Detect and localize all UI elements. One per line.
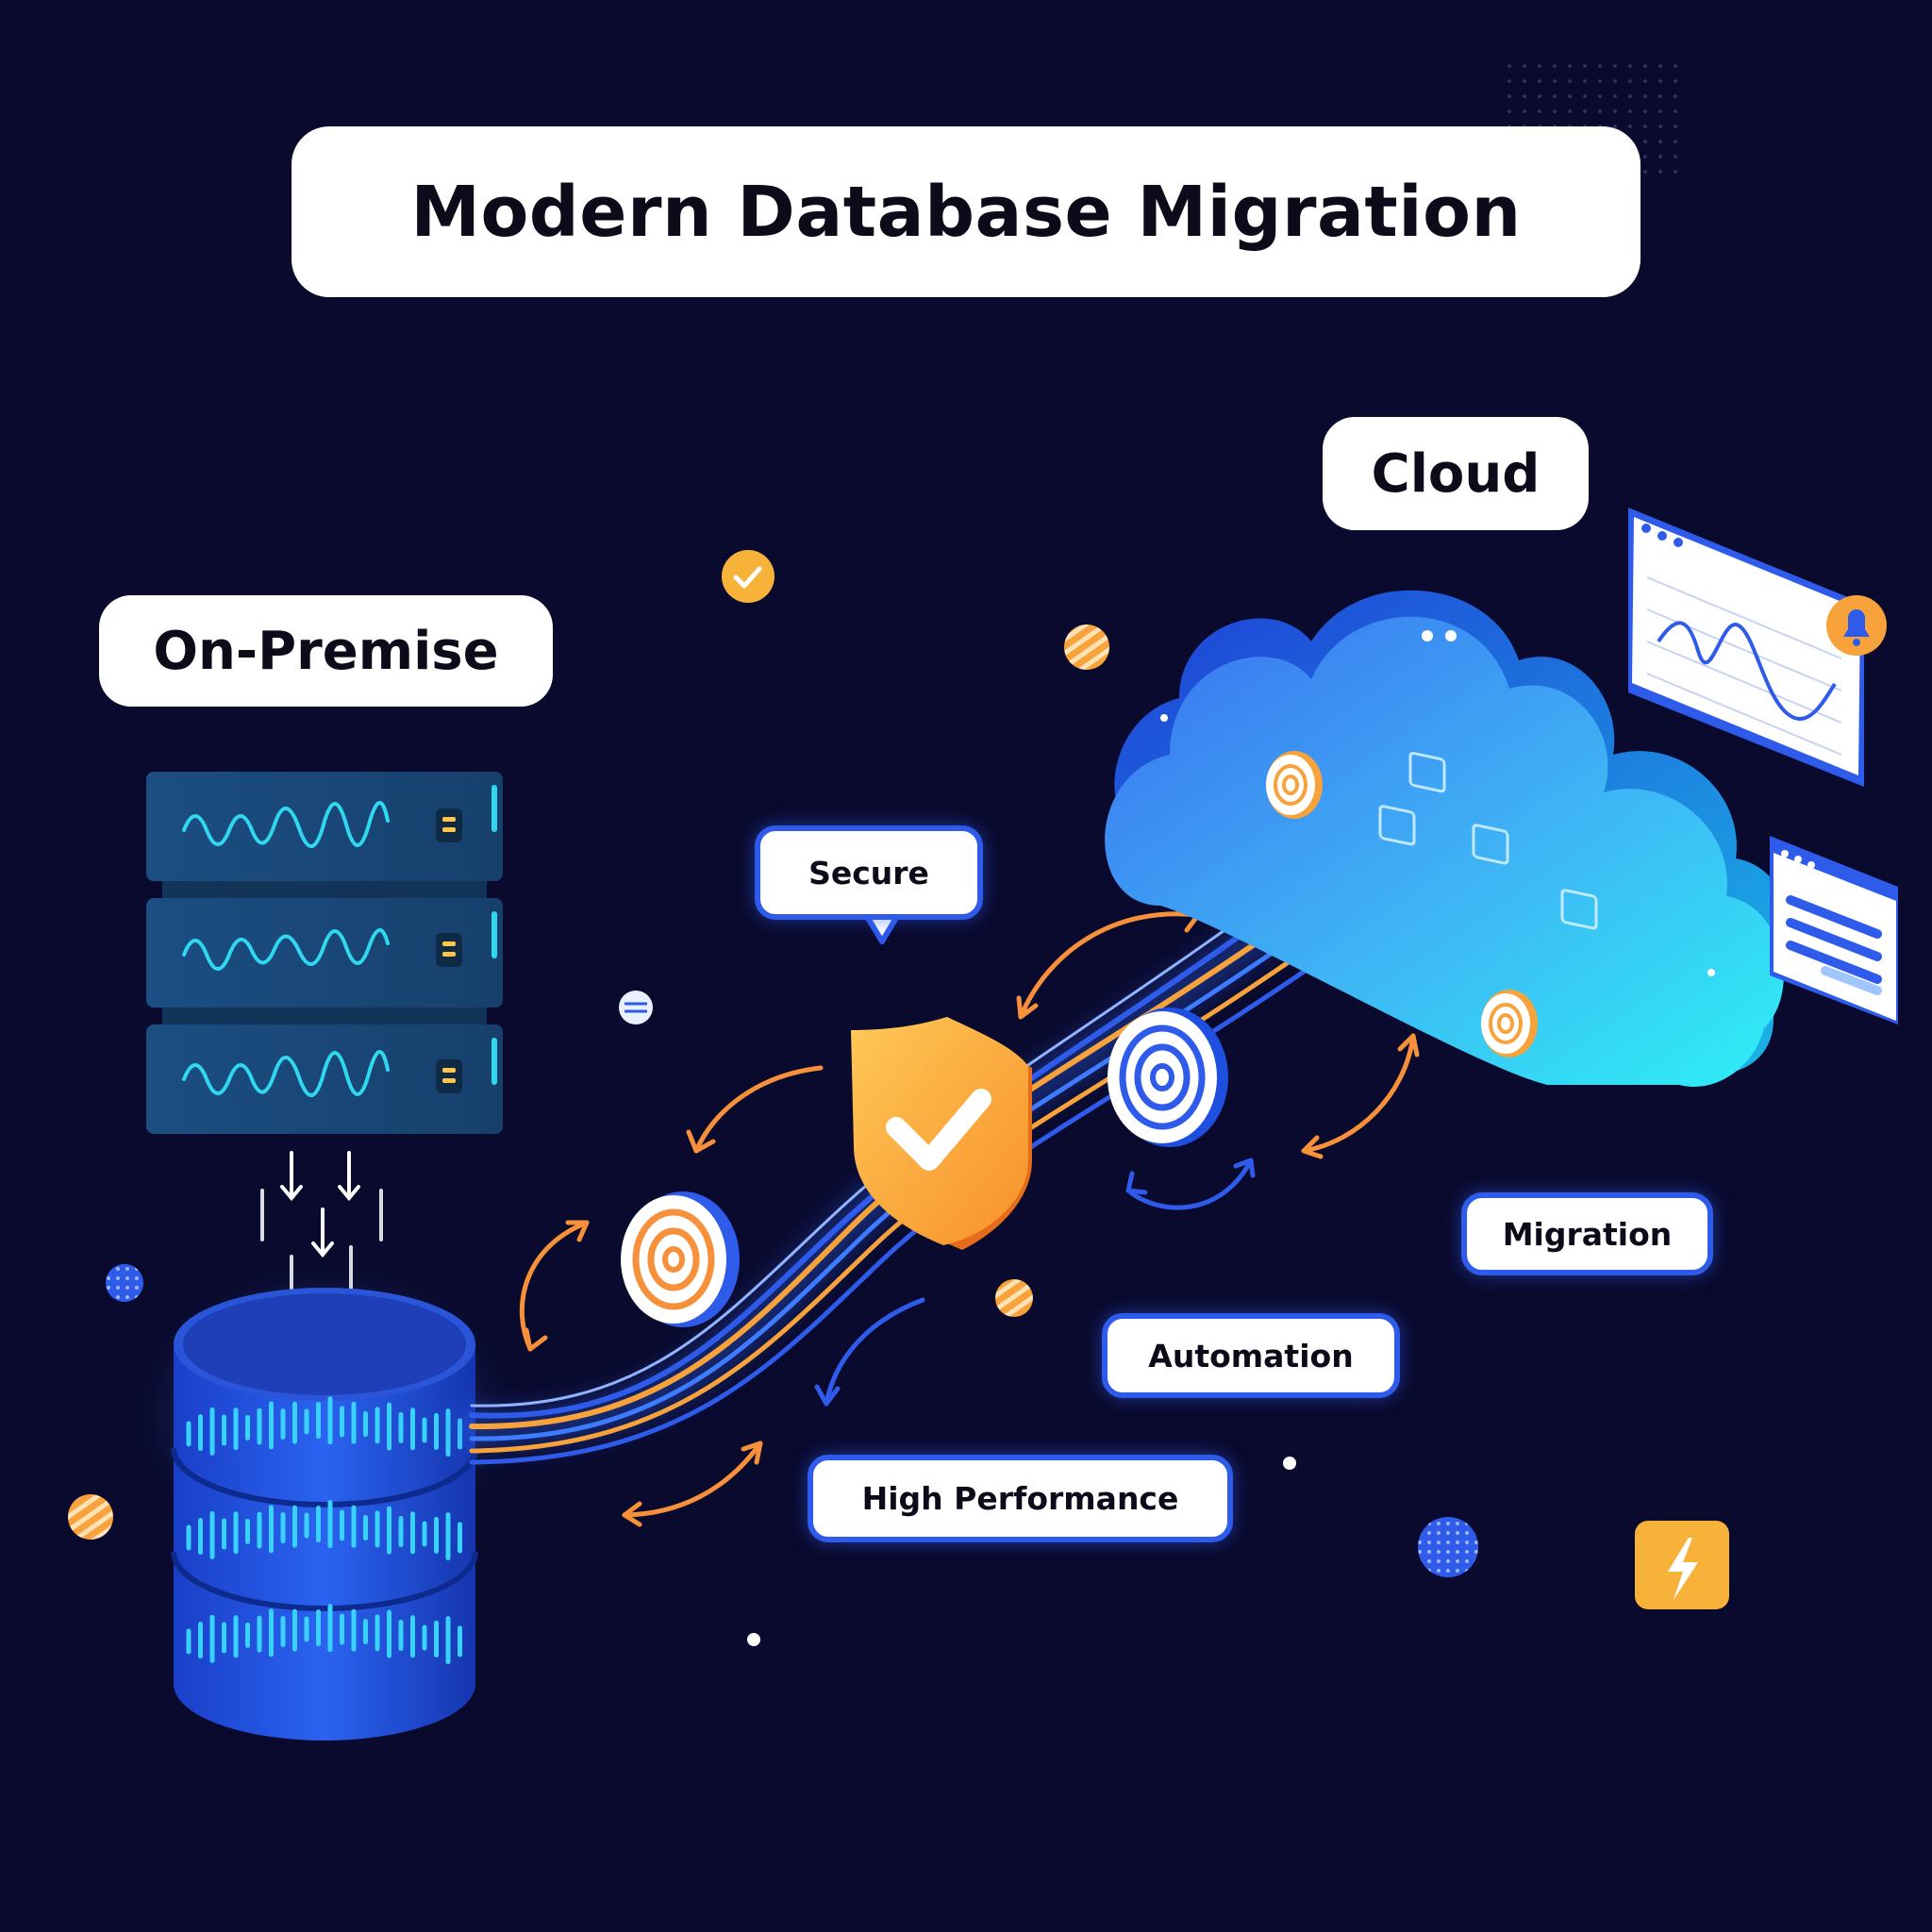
line-chart-window-icon xyxy=(1628,508,1864,787)
database-cylinder-icon xyxy=(146,1274,505,1740)
server-rack-icon xyxy=(146,772,503,1134)
migration-label: Migration xyxy=(1461,1192,1713,1275)
bell-icon xyxy=(1826,595,1887,656)
automation-label: Automation xyxy=(1102,1313,1400,1398)
high-performance-label: High Performance xyxy=(808,1455,1233,1542)
cloud-label: Cloud xyxy=(1323,417,1589,530)
lightning-icon xyxy=(1635,1521,1729,1609)
circular-arrow-icon xyxy=(519,903,1420,1527)
decorative-dots xyxy=(68,625,1478,1646)
on-premise-label: On-Premise xyxy=(99,595,553,707)
check-badge-icon xyxy=(722,550,774,603)
text-window-icon xyxy=(1770,836,1898,1024)
shield-check-icon xyxy=(851,1017,1032,1250)
page-title: Modern Database Migration xyxy=(291,126,1641,297)
target-disc-icon xyxy=(621,751,1538,1327)
secure-label: Secure xyxy=(755,825,983,920)
cloud-icon xyxy=(1105,590,1793,1087)
down-arrow-icon xyxy=(260,1151,383,1307)
